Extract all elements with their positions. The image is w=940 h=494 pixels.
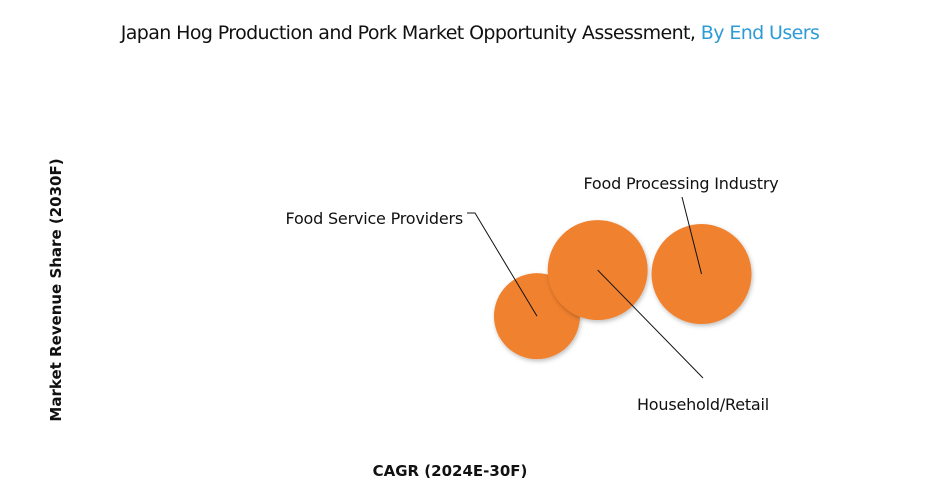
data-label-household-retail: Household/Retail <box>637 395 769 414</box>
y-axis-label: Market Revenue Share (2030F) <box>47 158 65 421</box>
title-highlight: By End Users <box>700 22 820 44</box>
title-text: Japan Hog Production and Pork Market Opp… <box>120 22 696 44</box>
leader-line-food-processing-industry <box>681 196 703 275</box>
chart-title: Japan Hog Production and Pork Market Opp… <box>0 22 940 44</box>
data-label-food-processing-industry: Food Processing Industry <box>584 174 779 193</box>
leader-line-household-retail <box>597 269 704 379</box>
x-axis-label: CAGR (2024E-30F) <box>373 462 528 480</box>
data-label-food-service-providers: Food Service Providers <box>286 209 463 228</box>
leader-line-food-service-providers <box>467 212 538 317</box>
